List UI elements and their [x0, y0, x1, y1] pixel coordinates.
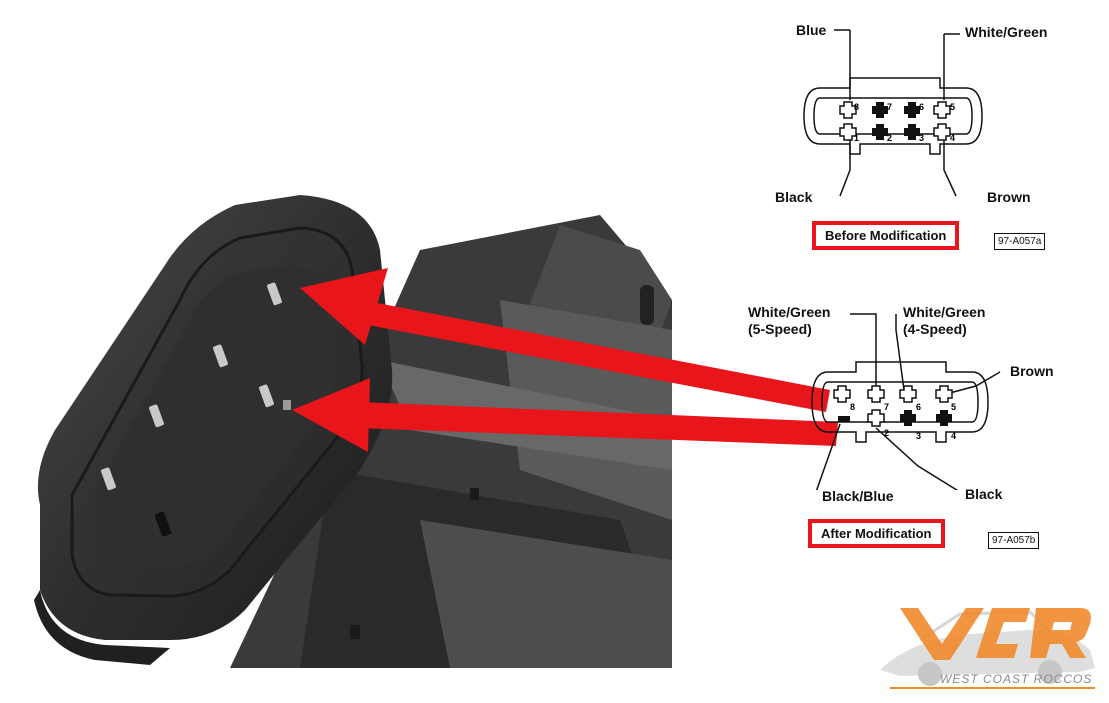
before-connector-diagram	[803, 29, 983, 197]
after-connector-diagram	[811, 313, 1001, 490]
pin	[267, 282, 282, 306]
arrow-upper	[300, 268, 830, 412]
pin-number: 2	[887, 133, 893, 143]
wire-label-line: White/Green	[748, 304, 831, 320]
before-code: 97-A057a	[994, 233, 1046, 250]
wire-label-black: Black	[775, 189, 813, 205]
pin-number: 4	[950, 133, 956, 143]
pin-number: 8	[850, 402, 856, 412]
pin-number: 3	[919, 133, 925, 143]
pin-open	[833, 385, 953, 427]
wire-label-white-green-4speed: White/Green (4-Speed)	[903, 304, 985, 338]
pin-number: 4	[951, 431, 957, 441]
after-code: 97-A057b	[988, 532, 1040, 549]
wire-label-brown: Brown	[1010, 363, 1054, 379]
pin-filled	[872, 102, 920, 140]
wcr-logo	[880, 608, 1095, 689]
pin-open	[839, 101, 951, 141]
pin-number: 7	[887, 102, 893, 112]
pin	[213, 344, 228, 368]
pin-filled	[838, 410, 952, 426]
arrow-lower	[292, 378, 838, 452]
wire-label-blue: Blue	[796, 22, 827, 38]
pin-number: 1	[854, 133, 860, 143]
pin-number: 5	[951, 402, 957, 412]
wire-label-black: Black	[965, 486, 1003, 502]
wire-label-black-blue: Black/Blue	[822, 488, 894, 504]
before-caption: Before Modification	[812, 221, 960, 250]
pin-number: 5	[950, 102, 956, 112]
wire-label-line: White/Green	[903, 304, 986, 320]
logo-letters	[900, 608, 1091, 660]
logo-tagline: WEST COAST ROCCOS	[940, 672, 1093, 686]
wire-label-white-green: White/Green	[965, 24, 1048, 40]
switch-housing	[230, 215, 672, 668]
pin-number: 3	[916, 431, 922, 441]
pin-number: 2	[884, 428, 890, 438]
pin-slot	[154, 511, 172, 537]
pin-number: 6	[916, 402, 922, 412]
pin-number: 6	[919, 102, 925, 112]
wire-label-line: (4-Speed)	[903, 321, 967, 337]
pin	[149, 404, 164, 428]
wire-label-brown: Brown	[987, 189, 1031, 205]
pin	[259, 384, 274, 408]
pin-number: 8	[854, 102, 860, 112]
after-caption: After Modification	[808, 519, 945, 548]
wire-label-white-green-5speed: White/Green (5-Speed)	[748, 304, 830, 338]
pin	[101, 467, 116, 491]
pin-number: 7	[884, 402, 890, 412]
connector-shell	[34, 195, 393, 665]
wire-label-line: (5-Speed)	[748, 321, 812, 337]
